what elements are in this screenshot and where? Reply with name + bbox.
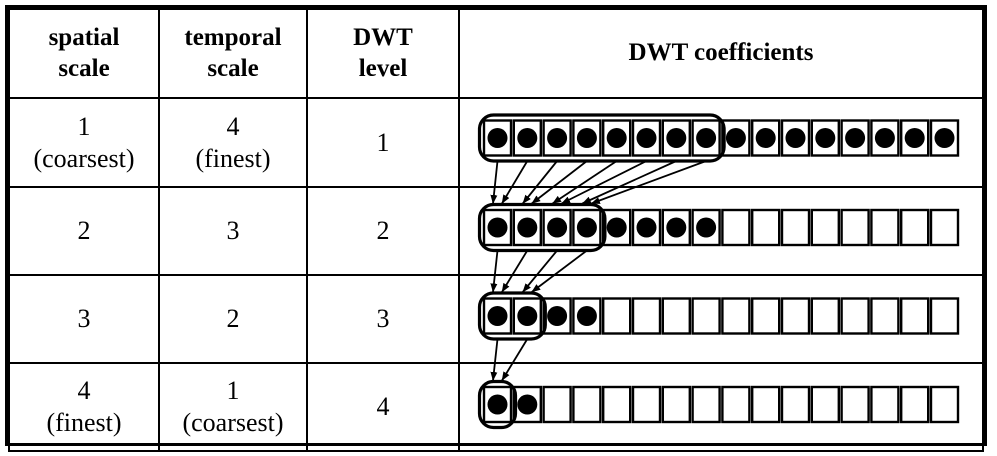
header-dwt-coefficients: DWT coefficients [458, 8, 984, 99]
table-row: 1 (coarsest) 4 (finest) 1 [8, 97, 984, 188]
table-row: 4 (finest) 1 (coarsest) 4 [8, 362, 984, 452]
dwt-coefficients-cell [458, 186, 984, 276]
header-temporal-scale: temporal scale [158, 8, 308, 99]
dwt-coefficients-cell [458, 362, 984, 452]
temporal-scale-value: 2 [158, 274, 308, 364]
dwt-level-value: 1 [306, 97, 460, 188]
spatial-scale-value: 1 (coarsest) [8, 97, 160, 188]
dwt-level-value: 3 [306, 274, 460, 364]
temporal-scale-value: 3 [158, 186, 308, 276]
header-spatial-scale: spatial scale [8, 8, 160, 99]
spatial-scale-value: 3 [8, 274, 160, 364]
table-row: 3 2 3 [8, 274, 984, 364]
spatial-scale-value: 2 [8, 186, 160, 276]
table-row: 2 3 2 [8, 186, 984, 276]
dwt-table-grid: spatial scale temporal scale DWT level D… [8, 8, 984, 452]
temporal-scale-value: 1 (coarsest) [158, 362, 308, 452]
dwt-level-value: 2 [306, 186, 460, 276]
dwt-level-value: 4 [306, 362, 460, 452]
dwt-table: spatial scale temporal scale DWT level D… [5, 5, 987, 452]
header-dwt-level: DWT level [306, 8, 460, 99]
temporal-scale-value: 4 (finest) [158, 97, 308, 188]
dwt-coefficients-cell [458, 274, 984, 364]
header-row: spatial scale temporal scale DWT level D… [8, 8, 984, 99]
dwt-coefficients-cell [458, 97, 984, 188]
spatial-scale-value: 4 (finest) [8, 362, 160, 452]
